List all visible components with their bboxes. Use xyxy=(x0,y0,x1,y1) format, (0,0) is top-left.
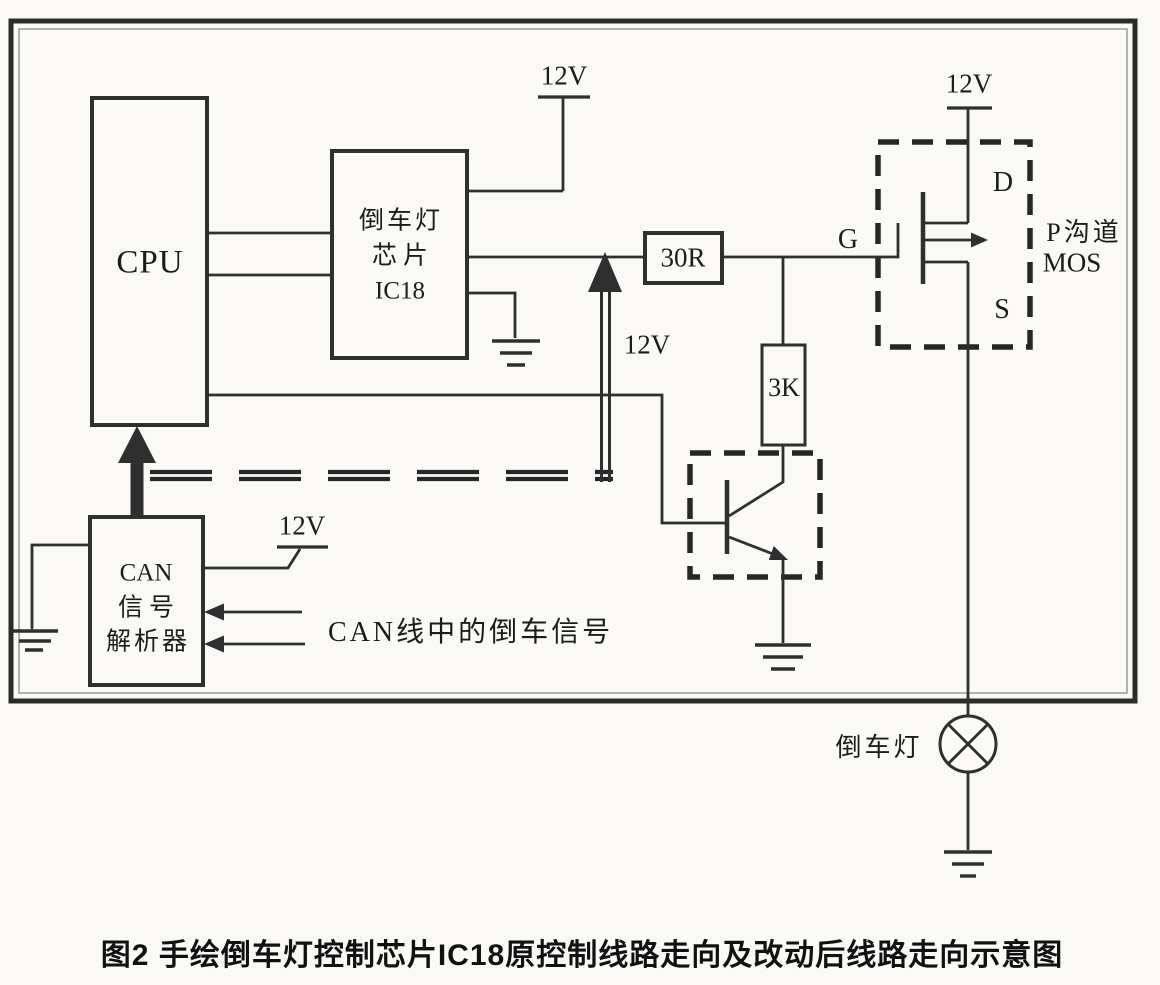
mos-gate-label: G xyxy=(837,224,859,255)
lamp-label: 倒车灯 xyxy=(835,733,923,762)
can-input-arrowhead-2 xyxy=(204,635,224,653)
transistor-emitter-wire xyxy=(728,535,779,558)
ic18-label-line1: 倒车灯 xyxy=(358,207,444,235)
can-12v-label: 12V xyxy=(278,510,326,541)
can-parser-label-line3: 解析器 xyxy=(105,628,191,656)
ic18-label-line2: 芯片 xyxy=(371,242,435,270)
reroute-dashed-line xyxy=(150,469,613,482)
mos-body-arrowhead xyxy=(971,232,988,248)
mos-drain-label: D xyxy=(992,167,1014,198)
ic18-12v-feed-wire xyxy=(467,95,590,193)
transistor-ground-symbol xyxy=(755,643,811,671)
reroute-12v-arrow-shaft xyxy=(600,289,611,482)
mos-type-label-line1: P沟道 xyxy=(1046,218,1122,247)
mos-source-label: S xyxy=(994,294,1010,325)
mos-type-label-line2: MOS xyxy=(1042,247,1102,278)
ic18-ground-symbol xyxy=(492,339,540,367)
can-cpu-arrow-shaft xyxy=(130,459,144,518)
transistor-emitter-arrowhead xyxy=(768,546,788,560)
can-cpu-arrowhead xyxy=(118,426,156,463)
mos-12v-label: 12V xyxy=(945,68,993,99)
lamp-ground-symbol xyxy=(944,850,992,878)
cpu-label: CPU xyxy=(116,244,184,281)
resistor-30r-label: 30R xyxy=(660,242,706,273)
mos-12v-feed-wire xyxy=(947,106,992,223)
mos-dashed-box xyxy=(875,139,1033,350)
lamp-cross xyxy=(947,723,989,765)
reroute-12v-arrowhead xyxy=(588,252,622,292)
can-input-arrowhead-1 xyxy=(204,603,224,621)
can-parser-box xyxy=(88,515,205,687)
ic18-label-line3: IC18 xyxy=(375,277,425,305)
can-ground-wire xyxy=(30,543,90,629)
ic18-ground-wire xyxy=(467,291,517,338)
can-ground-symbol xyxy=(12,629,58,652)
can-12v-wire xyxy=(203,548,302,570)
resistor-3k-label: 3K xyxy=(768,373,800,402)
transistor-dashed-box xyxy=(687,450,823,580)
cpu-box xyxy=(90,96,209,427)
can-parser-label-line1: CAN xyxy=(119,559,173,587)
can-parser-label-line2: 信号 xyxy=(117,594,181,622)
30r-gate-wire xyxy=(722,223,900,259)
ic18-12v-label: 12V xyxy=(540,60,588,91)
ic18-box xyxy=(330,149,469,360)
outer-frame xyxy=(8,18,1138,704)
can-signal-label: CAN线中的倒车信号 xyxy=(328,617,614,648)
reroute-12v-label: 12V xyxy=(623,329,671,360)
figure-caption: 图2 手绘倒车灯控制芯片IC18原控制线路走向及改动后线路走向示意图 xyxy=(100,939,1064,972)
transistor-collector-wire xyxy=(728,445,785,518)
cpu-transistor-base-wire xyxy=(207,393,725,525)
outer-frame-inner-line xyxy=(18,28,1128,694)
